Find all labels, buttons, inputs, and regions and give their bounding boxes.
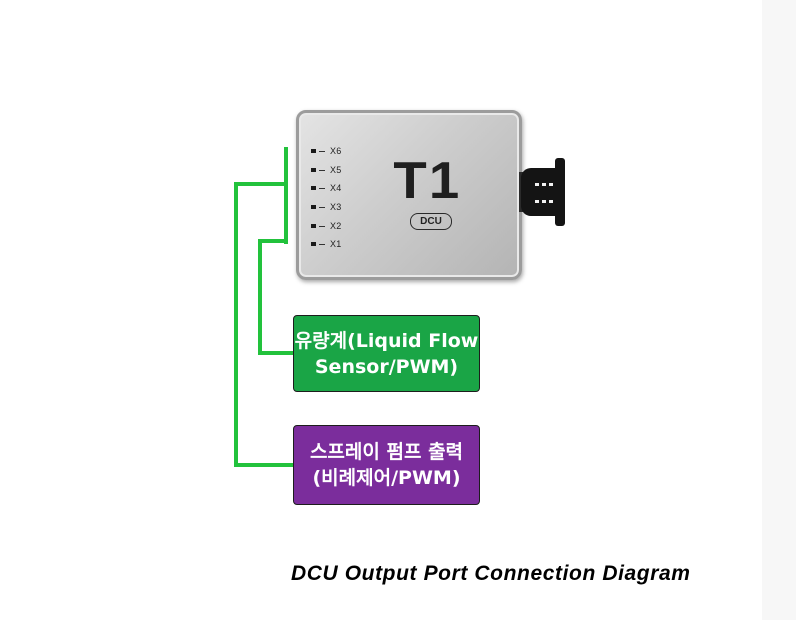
port-label: X5 (330, 165, 342, 175)
port-x5: X5 (311, 165, 341, 175)
device-sublogo: DCU (410, 213, 452, 230)
port-pin-icon (311, 224, 316, 228)
connector-cap (555, 158, 565, 226)
port-label: X3 (330, 202, 342, 212)
device-logo: T1 (393, 152, 462, 210)
spray-pump-label-line2: (비례제어/PWM) (312, 467, 461, 489)
connector-pin-icon (542, 200, 546, 203)
connector-pin-icon (549, 200, 553, 203)
flow-sensor-label-line2: Sensor/PWM) (314, 355, 459, 378)
wire-bottom-horizontal (234, 463, 294, 467)
port-x4: X4 (311, 183, 341, 193)
port-x2: X2 (311, 221, 341, 231)
background-strip (762, 0, 796, 620)
wire-x1-horizontal (258, 239, 288, 243)
diagram-caption: DCU Output Port Connection Diagram (291, 562, 691, 585)
connector-pin-icon (535, 200, 539, 203)
wire-vertical-bus (284, 147, 288, 244)
port-x3: X3 (311, 202, 341, 212)
port-label: X6 (330, 146, 342, 156)
port-line (319, 187, 325, 189)
wire-left-long-vertical (234, 182, 238, 467)
connector-pin-icon (542, 183, 546, 186)
connector-pin-icon (549, 183, 553, 186)
wire-top-horizontal (234, 182, 288, 186)
port-label: X1 (330, 239, 342, 249)
port-pin-icon (311, 168, 316, 172)
port-label: X4 (330, 183, 342, 193)
spray-pump-box: 스프레이 펌프 출력 (비례제어/PWM) (293, 425, 480, 505)
port-line (319, 225, 325, 227)
spray-pump-label-line1: 스프레이 펌프 출력 (309, 441, 464, 463)
port-label: X2 (330, 221, 342, 231)
port-line (319, 169, 325, 171)
port-pin-icon (311, 186, 316, 190)
port-line (319, 206, 325, 208)
port-pin-icon (311, 242, 316, 246)
port-line (319, 243, 325, 245)
port-line (319, 150, 325, 152)
flow-sensor-label-line1: 유량계(Liquid Flow (294, 329, 479, 352)
dcu-device: X6 X5 X4 X3 X2 X1 T1 DCU (296, 110, 522, 280)
port-pin-icon (311, 205, 316, 209)
wire-flow-horizontal (258, 351, 294, 355)
port-x6: X6 (311, 146, 341, 156)
wire-x1-vertical (258, 239, 262, 355)
port-pin-icon (311, 149, 316, 153)
connector-pin-icon (535, 183, 539, 186)
flow-sensor-box: 유량계(Liquid Flow Sensor/PWM) (293, 315, 480, 392)
port-x1: X1 (311, 239, 341, 249)
